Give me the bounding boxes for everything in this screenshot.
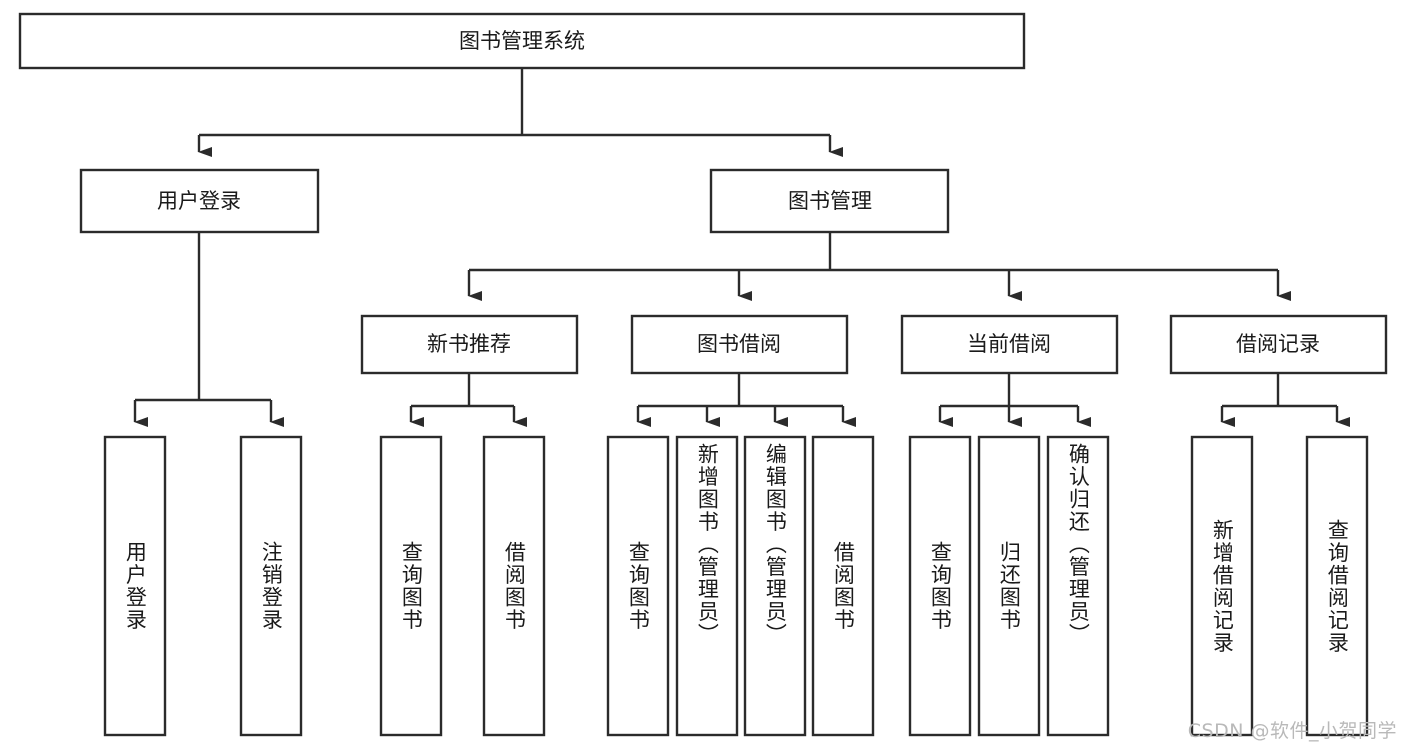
node-user-login-label: 用户登录 [157,189,241,213]
leaf-box-borrow-record-1[interactable] [1190,435,1254,737]
node-book-borrow-label: 图书借阅 [697,332,781,356]
leaf-box-current-borrow-2[interactable] [977,435,1041,737]
node-new-book-label: 新书推荐 [427,332,511,356]
node-root-label: 图书管理系统 [459,29,585,53]
leaf-box-new-book-2[interactable] [482,435,546,737]
node-book-manage-box[interactable] [709,168,950,234]
leaf-box-book-borrow-2[interactable] [675,435,739,737]
node-new-book-box[interactable] [360,314,579,375]
leaf-box-current-borrow-3[interactable] [1046,435,1110,737]
node-borrow-record-box[interactable] [1169,314,1388,375]
node-book-manage-label: 图书管理 [788,189,872,213]
node-current-borrow-label: 当前借阅 [967,332,1051,356]
leaf-box-borrow-record-2[interactable] [1305,435,1369,737]
node-current-borrow-box[interactable] [900,314,1119,375]
node-book-borrow-box[interactable] [630,314,849,375]
leaf-box-book-borrow-3[interactable] [743,435,807,737]
leaf-box-new-book-1[interactable] [379,435,443,737]
leaf-box-user-login-1[interactable] [103,435,167,737]
node-root-box[interactable] [18,12,1026,70]
leaf-box-user-login-2[interactable] [239,435,303,737]
leaf-box-book-borrow-4[interactable] [811,435,875,737]
leaf-box-current-borrow-1[interactable] [908,435,972,737]
leaf-box-book-borrow-1[interactable] [606,435,670,737]
node-borrow-record-label: 借阅记录 [1236,332,1320,356]
